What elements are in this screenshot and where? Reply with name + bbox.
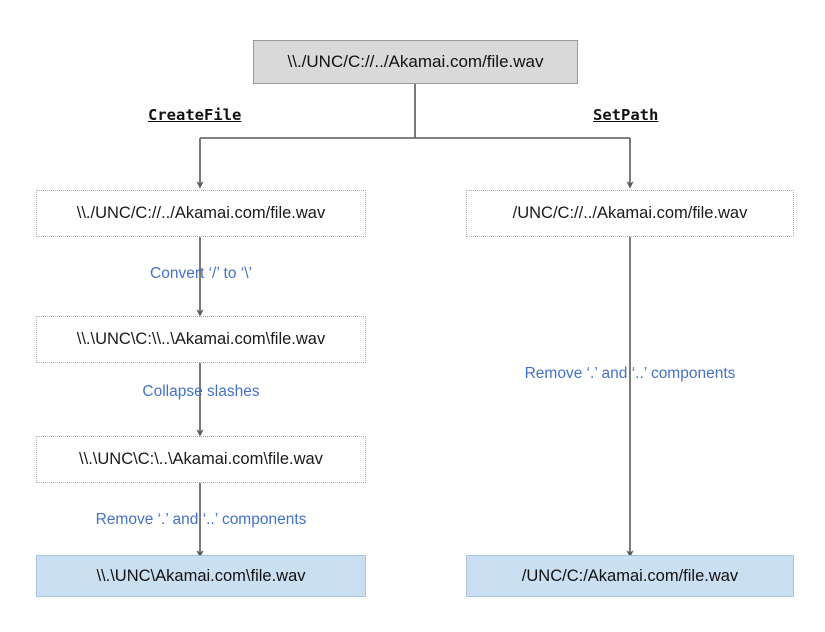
setpath-result-box: /UNC/C:/Akamai.com/file.wav xyxy=(466,555,794,597)
createfile-step-2-box: \\.\UNC\C:\\..\Akamai.com\file.wav xyxy=(36,316,366,363)
input-path-box: \\./UNC/C://../Akamai.com/file.wav xyxy=(253,40,578,84)
setpath-operation-1-label: Remove ‘.’ and ‘..’ components xyxy=(524,365,736,382)
createfile-step-3-label: \\.\UNC\C:\..\Akamai.com\file.wav xyxy=(79,450,323,468)
createfile-operation-1-label: Convert ‘/’ to ‘\’ xyxy=(150,265,252,282)
createfile-operation-3-label: Remove ‘.’ and ‘..’ components xyxy=(95,511,307,528)
api-label-setpath: SetPath xyxy=(593,106,659,124)
createfile-step-1-box: \\./UNC/C://../Akamai.com/file.wav xyxy=(36,190,366,237)
setpath-step-1-box: /UNC/C://../Akamai.com/file.wav xyxy=(466,190,794,237)
createfile-step-1-label: \\./UNC/C://../Akamai.com/file.wav xyxy=(76,204,326,222)
api-label-createfile: CreateFile xyxy=(148,106,242,124)
createfile-step-3-box: \\.\UNC\C:\..\Akamai.com\file.wav xyxy=(36,436,366,483)
createfile-result-label: \\.\UNC\Akamai.com\file.wav xyxy=(96,566,306,585)
createfile-step-2-label: \\.\UNC\C:\\..\Akamai.com\file.wav xyxy=(76,330,326,348)
createfile-operation-2-label: Collapse slashes xyxy=(142,383,260,400)
setpath-result-label: /UNC/C:/Akamai.com/file.wav xyxy=(521,566,739,585)
setpath-step-1-label: /UNC/C://../Akamai.com/file.wav xyxy=(512,204,748,222)
createfile-result-box: \\.\UNC\Akamai.com\file.wav xyxy=(36,555,366,597)
input-path-label: \\./UNC/C://../Akamai.com/file.wav xyxy=(287,52,544,71)
